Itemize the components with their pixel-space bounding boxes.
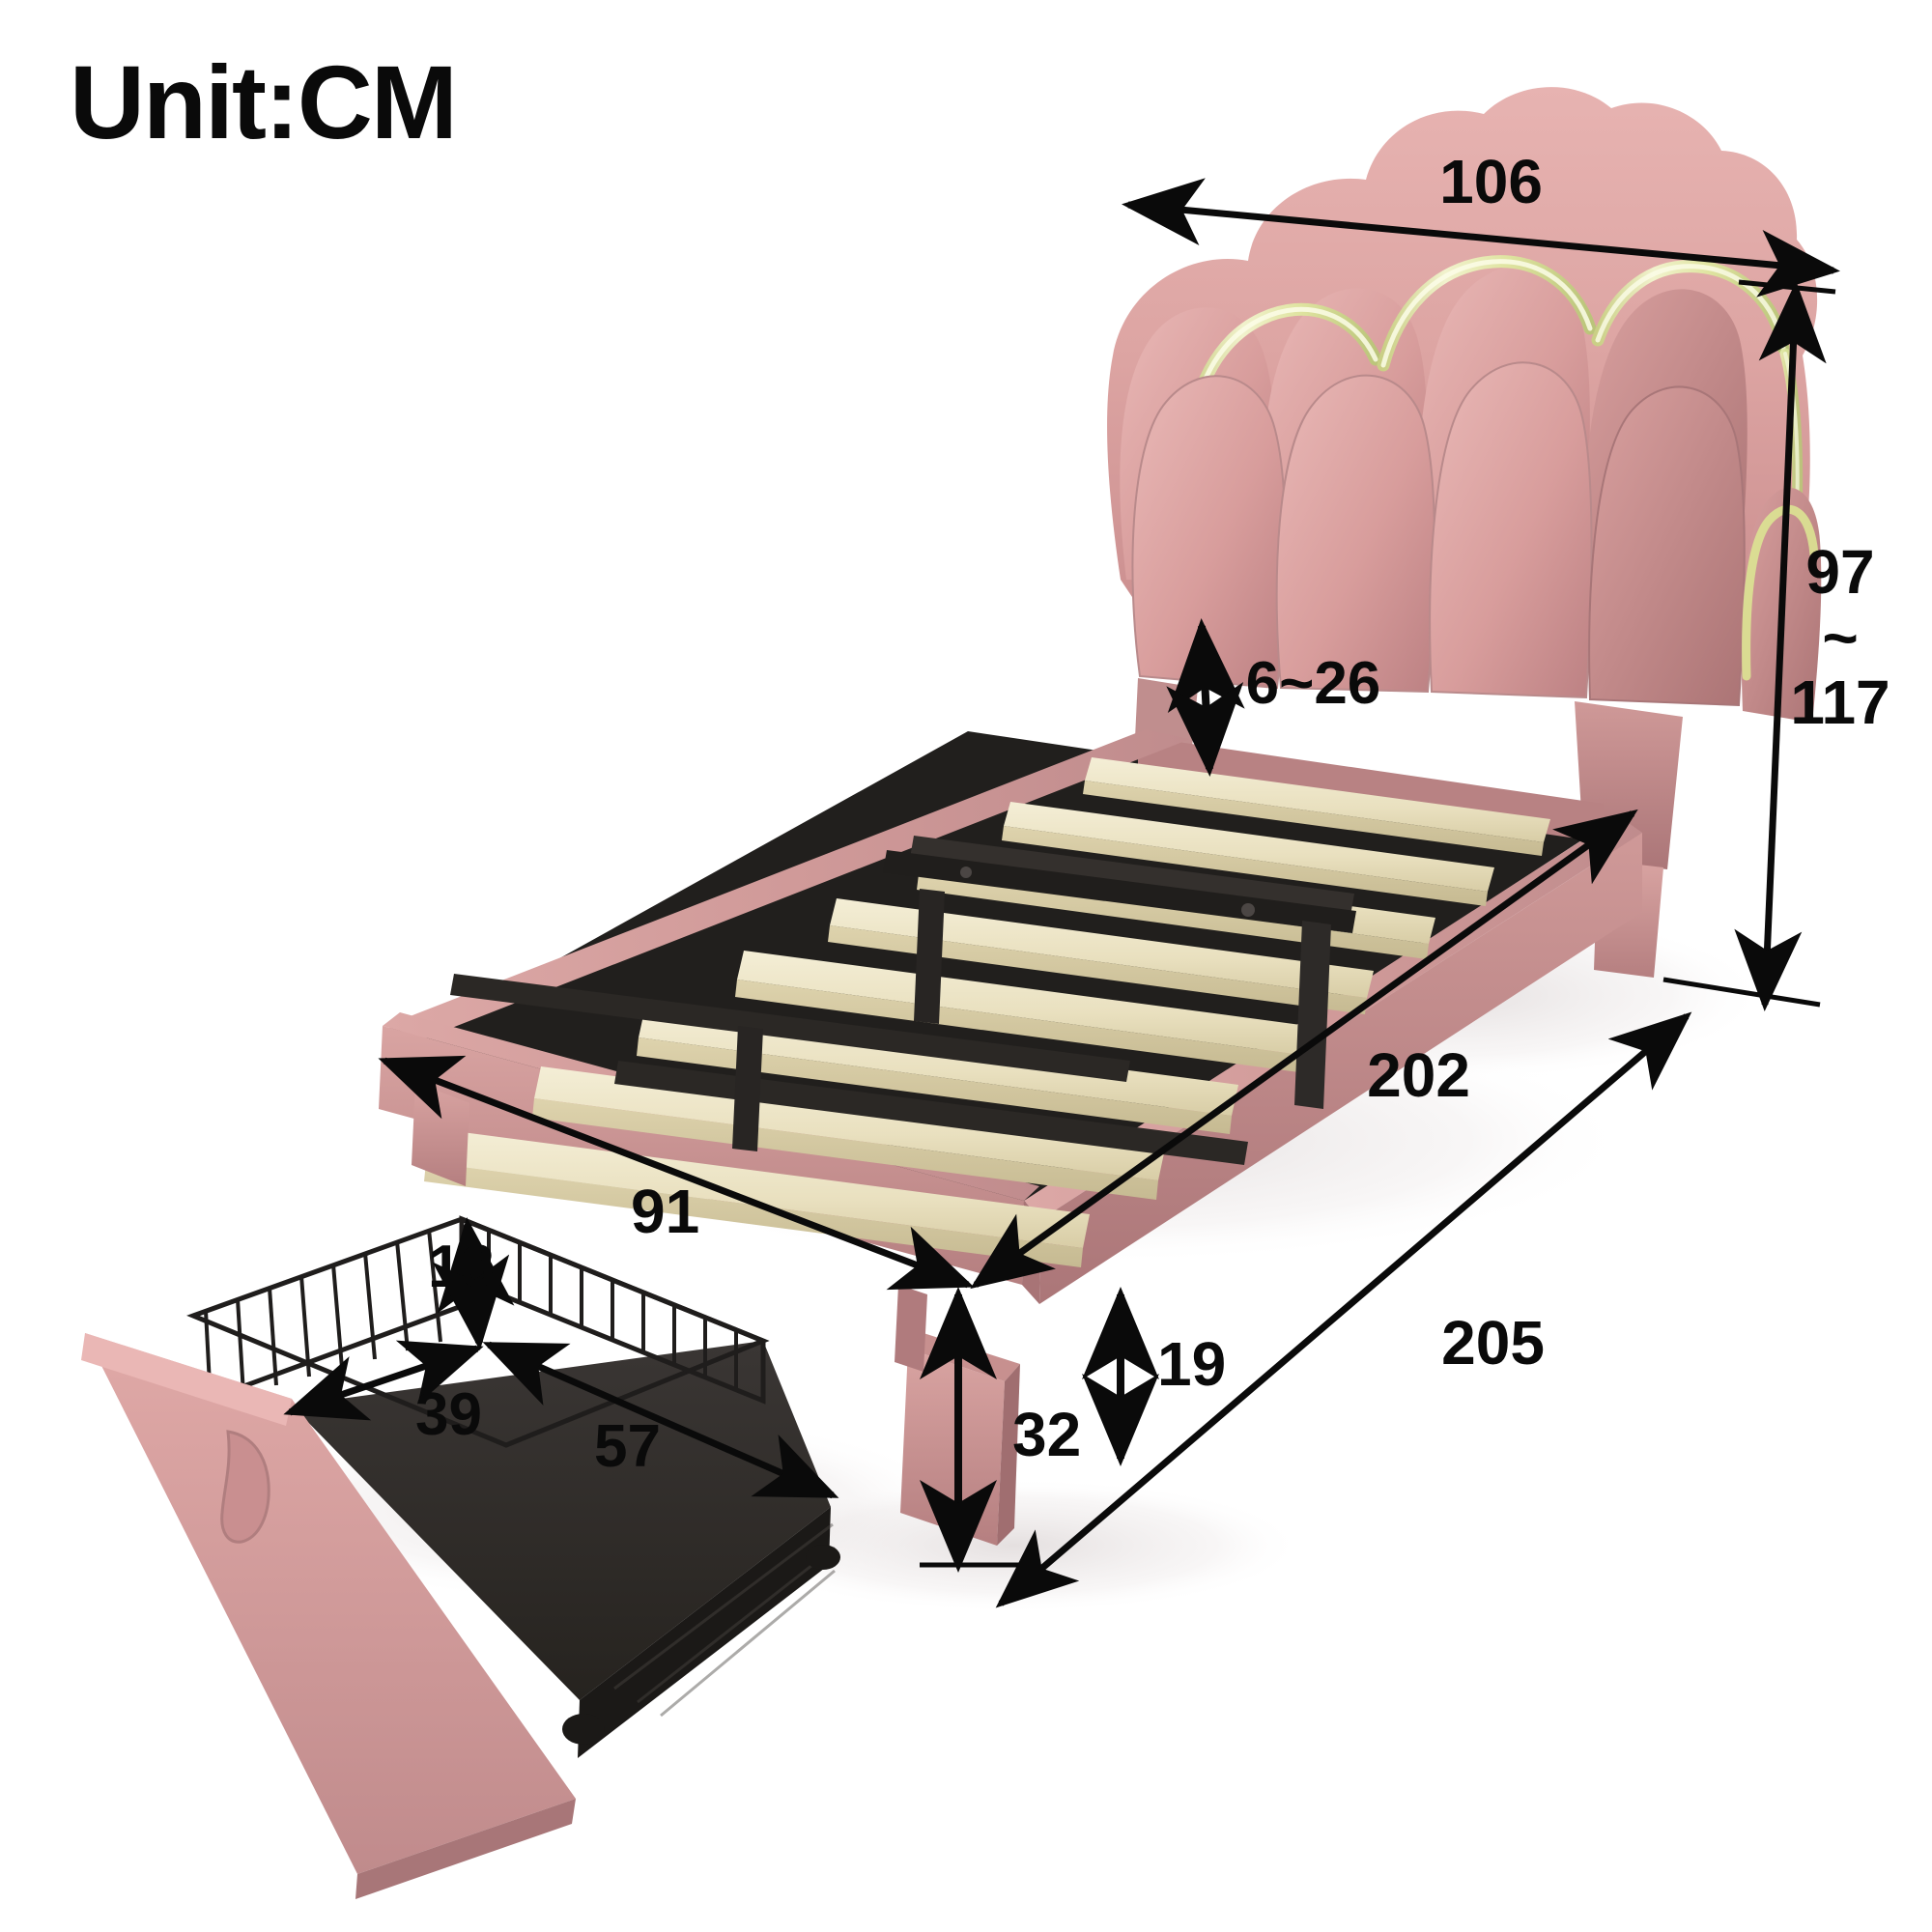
dimline-205 [995, 1011, 1692, 1608]
dim-value-202: 202 [1367, 1040, 1470, 1110]
dim-value-91: 91 [630, 1177, 700, 1246]
dim-value-106: 106 [1439, 147, 1543, 216]
dim-value-205: 205 [1441, 1308, 1545, 1378]
dim-label-13: 13 [361, 1178, 495, 1357]
dim-value-32: 32 [1011, 1400, 1082, 1469]
drawer-front-panel [85, 1333, 576, 1874]
dim-label-106: 106 [1371, 89, 1543, 274]
dim-label-6-26: 6~26 [1179, 594, 1381, 774]
dim-value-97: 97 ~ 117 [1790, 537, 1890, 737]
center-beam-upper [450, 974, 1130, 1082]
dimension-lines [283, 178, 1840, 1608]
drawer-base-ribs [613, 1522, 836, 1718]
leg-mid-front [895, 1285, 927, 1372]
dim-label-32: 32 [944, 1342, 1081, 1527]
dim-value-19: 19 [1156, 1329, 1227, 1399]
dim-value-57: 57 [593, 1413, 661, 1480]
center-leg-1 [914, 889, 945, 1024]
drawer-caster-2 [806, 1545, 840, 1570]
dimline-91 [378, 1055, 975, 1291]
extline-97-top [1738, 279, 1836, 295]
dim-label-19: 19 [1089, 1271, 1226, 1457]
drawer-front-bottom-edge [355, 1799, 576, 1899]
drawer-pull-handle[interactable] [220, 1430, 270, 1544]
dimline-97-117 [1734, 281, 1827, 1011]
dim-label-205: 205 [1373, 1250, 1545, 1435]
dim-label-97-117: 97 ~ 117 [1790, 411, 1889, 865]
dimline-39 [283, 1340, 484, 1421]
dimline-13 [432, 1217, 515, 1350]
dimline-6-26 [1166, 618, 1245, 777]
rail-back-top [390, 729, 1190, 1041]
dim-label-57: 57 [527, 1357, 661, 1537]
dim-value-39: 39 [414, 1381, 482, 1448]
dim-label-91: 91 [562, 1119, 699, 1304]
dimline-106 [1122, 178, 1840, 298]
dim-value-13: 13 [427, 1234, 495, 1300]
drawer-front-top-edge [81, 1333, 292, 1426]
extline-97-bottom [1662, 977, 1821, 1008]
drawer-caster-1 [562, 1714, 605, 1745]
dim-value-6-26: 6~26 [1245, 650, 1381, 717]
page-title: Unit:CM [70, 43, 458, 160]
dim-label-39: 39 [349, 1325, 482, 1505]
dimline-57 [482, 1341, 839, 1499]
dim-label-202: 202 [1298, 982, 1470, 1168]
drawer-base-side [578, 1507, 831, 1758]
